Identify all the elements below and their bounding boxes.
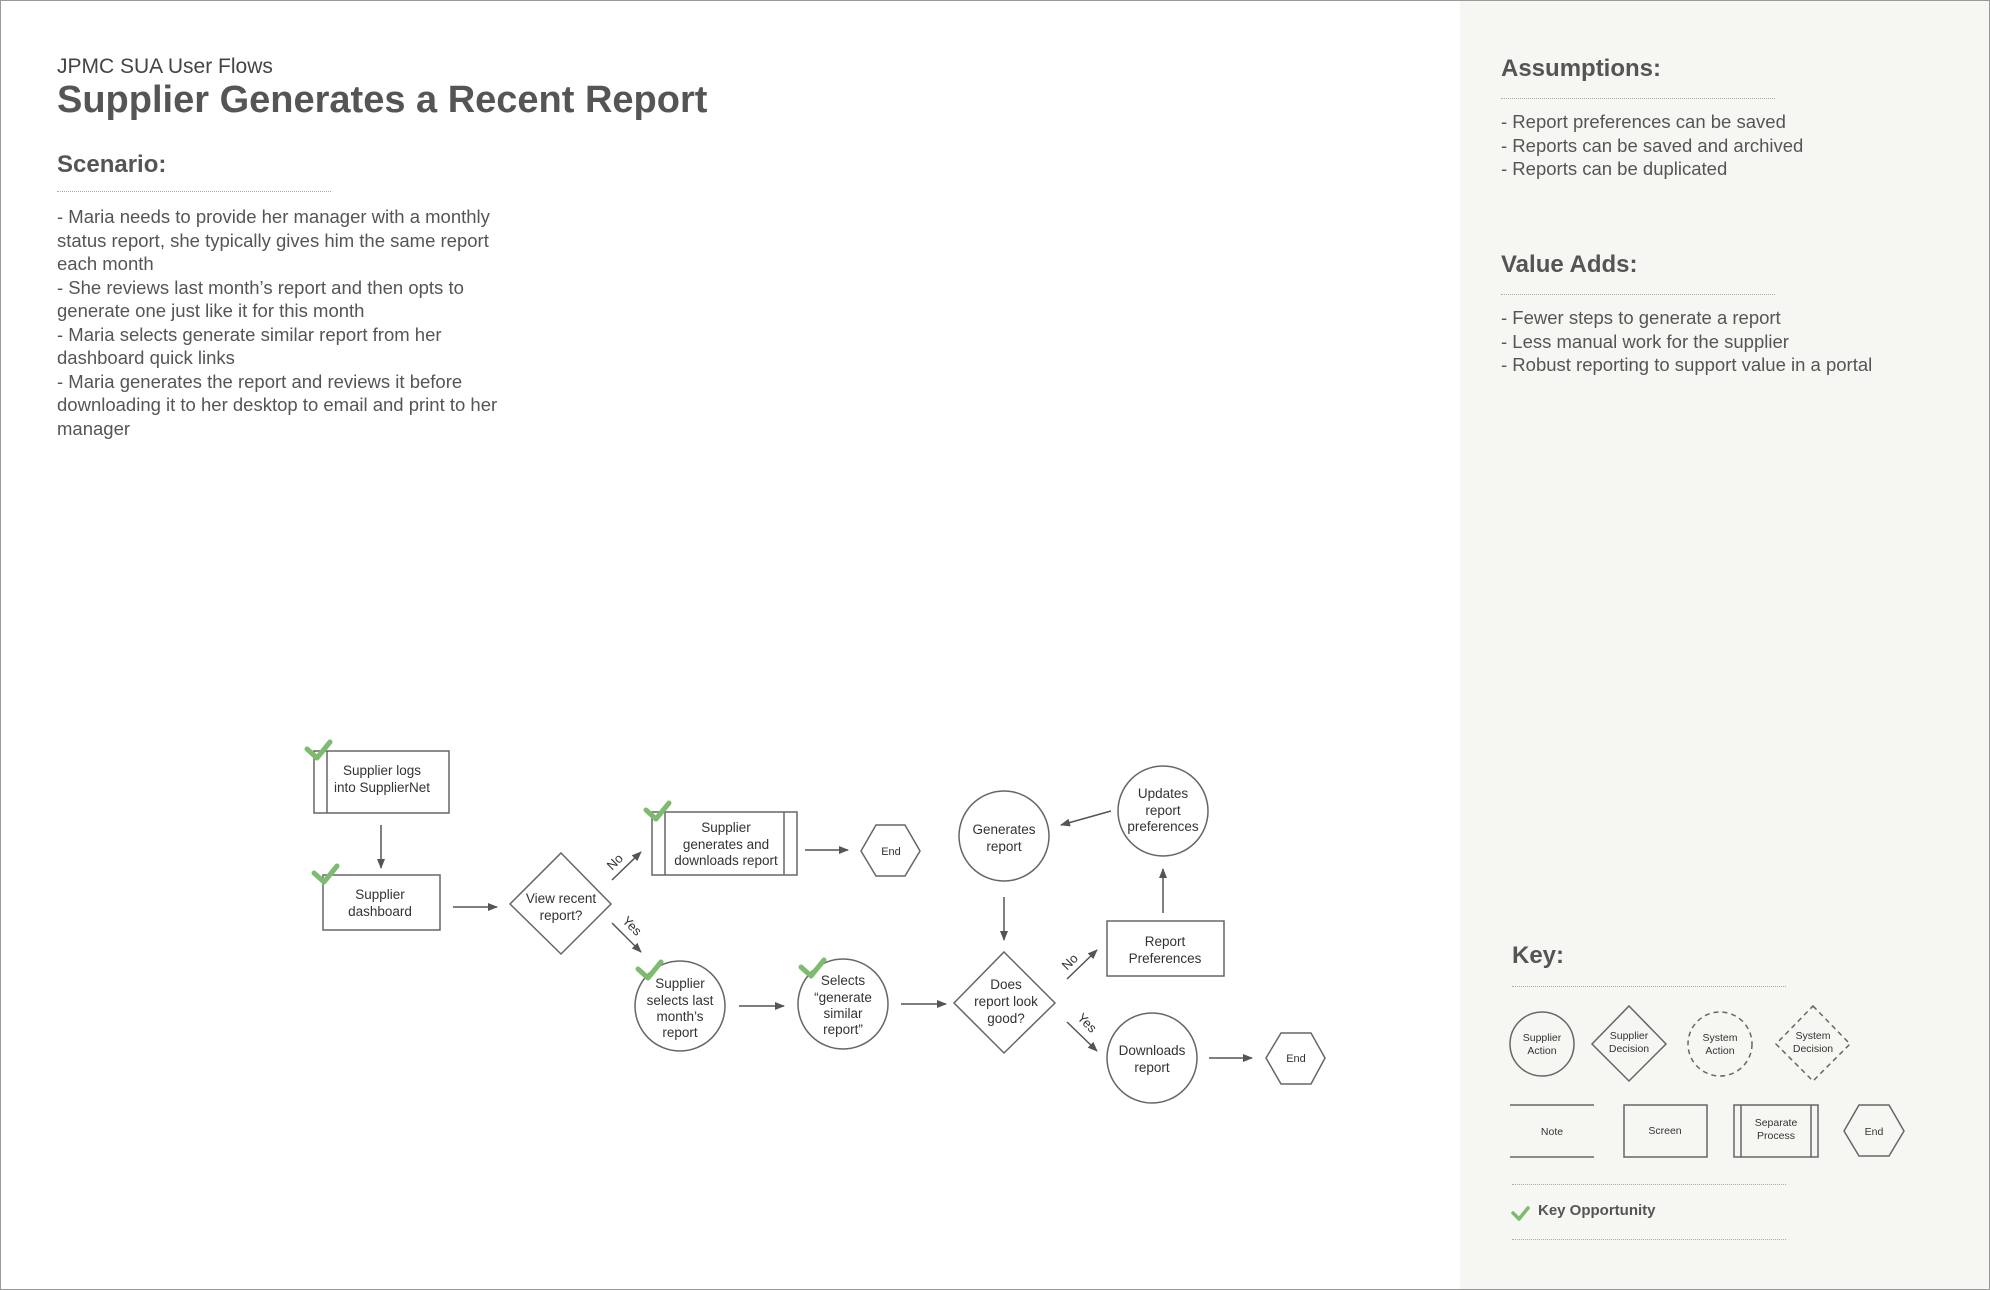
value-add-item: - Fewer steps to generate a report [1501,307,1781,328]
side-panel: Assumptions: - Report preferences can be… [1460,1,1989,1289]
value-adds-divider [1501,294,1775,295]
key-heading: Key: [1512,942,1565,969]
key-shape-system-action [1687,1011,1753,1077]
key-shape-separate-process [1733,1104,1819,1158]
key-shape-note [1510,1104,1594,1158]
key-shape-supplier-action [1509,1011,1575,1077]
key-shape-screen [1623,1104,1708,1158]
flow-arrow [1060,810,1112,827]
check-icon [643,800,672,822]
key-text-screen: Screen [1648,1125,1681,1137]
node-text-end-2: End [1286,1053,1306,1065]
flow-node-updates-prefs [1117,765,1209,857]
flow-node-selects-last [634,960,726,1052]
scenario-heading: Scenario: [57,151,167,178]
flow-node-logs [313,750,450,814]
assumptions-list: - Report preferences can be saved - Repo… [1501,110,1803,181]
scenario-item: - Maria generates the report and reviews… [57,370,498,439]
scenario-list: - Maria needs to provide her manager wit… [57,205,527,440]
assumptions-divider [1501,98,1775,99]
flow-node-view-recent [508,851,613,956]
assumption-item: - Reports can be saved and archived [1501,134,1804,156]
flow-arrow [611,922,642,953]
key-shape-supplier-decision [1590,1004,1668,1083]
flow-node-look-good [952,950,1057,1055]
check-icon [635,959,664,981]
check-icon [798,957,827,979]
check-icon [304,739,333,761]
key-shape-system-decision [1774,1004,1852,1083]
value-adds-list: - Fewer steps to generate a report - Les… [1501,306,1872,377]
key-text-end: End [1865,1126,1884,1138]
flow-node-downloads [1106,1012,1198,1104]
value-add-item: - Robust reporting to support value in a… [1501,354,1873,375]
key-divider [1512,986,1786,987]
scenario-item: - She reviews last month’s report and th… [57,276,464,322]
flow-node-generates [958,790,1050,882]
assumptions-heading: Assumptions: [1501,55,1662,82]
check-icon [1511,1206,1530,1221]
value-add-item: - Less manual work for the supplier [1501,330,1789,352]
scenario-item: - Maria needs to provide her manager wit… [57,206,490,274]
flow-node-report-prefs [1106,920,1225,977]
flow-node-selects-similar [797,958,889,1050]
flow-node-end-1 [860,824,921,877]
flow-arrow [1066,1021,1098,1052]
key-opportunity-label: Key Opportunity [1538,1202,1656,1219]
node-text-end-1: End [881,846,901,858]
assumption-item: - Report preferences can be saved [1501,111,1786,132]
key-text-note: Note [1541,1126,1563,1138]
check-icon [311,863,340,885]
flow-subtitle: JPMC SUA User Flows [57,55,273,78]
scenario-divider [57,191,331,192]
value-adds-heading: Value Adds: [1501,251,1638,278]
page-title: Supplier Generates a Recent Report [57,79,708,121]
key-divider [1512,1184,1786,1185]
key-shape-end [1843,1104,1905,1157]
assumption-item: - Reports can be duplicated [1501,158,1728,179]
flow-node-generates-downloads [651,811,798,876]
flow-node-dashboard [322,874,441,931]
key-divider [1512,1239,1786,1240]
flow-node-end-2 [1265,1032,1326,1085]
flow-arrow [611,851,642,881]
flow-arrow [1066,949,1098,980]
scenario-item: - Maria selects generate similar report … [57,323,442,369]
